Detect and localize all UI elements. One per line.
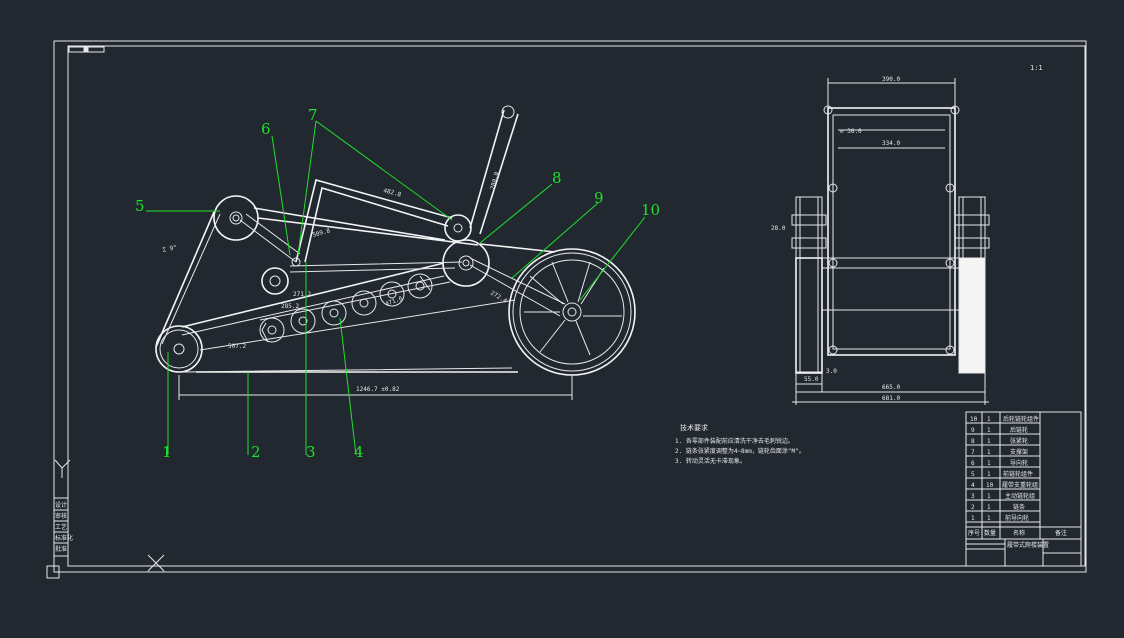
svg-text:1: 1 xyxy=(971,515,975,522)
svg-text:6: 6 xyxy=(971,460,975,467)
dim-d2: 482.8 xyxy=(382,187,402,199)
tech-req-line: 3. 转动灵活无卡滞现象。 xyxy=(675,457,746,465)
svg-text:1: 1 xyxy=(987,449,991,456)
part-leaders: 1 2 3 4 5 6 7 8 9 10 xyxy=(135,106,660,461)
svg-text:1: 1 xyxy=(987,515,991,522)
svg-text:4: 4 xyxy=(971,482,975,489)
y-mark xyxy=(54,459,71,478)
dim-chain-span: 1246.7 ±0.82 xyxy=(356,386,400,393)
part-number-10: 10 xyxy=(641,201,660,219)
dim-d1: 507.2 xyxy=(228,343,246,350)
dim-overall-width: 681.0 xyxy=(882,395,900,402)
svg-text:序号: 序号 xyxy=(968,529,980,537)
outer-border xyxy=(53,40,1087,573)
strip-label: 工艺 xyxy=(55,523,67,531)
svg-text:1: 1 xyxy=(987,471,991,478)
corner-label: 1:1 xyxy=(1030,64,1043,72)
dim-top-width: 390.0 xyxy=(882,76,900,83)
svg-text:1: 1 xyxy=(987,416,991,423)
inner-border xyxy=(67,45,1086,567)
dim-d3: 509.8 xyxy=(312,227,332,239)
svg-text:名称: 名称 xyxy=(1013,529,1025,537)
svg-text:8: 8 xyxy=(971,438,975,445)
part-number-1: 1 xyxy=(162,443,172,461)
tech-req-title: 技术要求 xyxy=(680,423,708,432)
dim-d8: 280.0 xyxy=(489,171,501,191)
strip-label: 标准化 xyxy=(55,534,73,542)
svg-text:备注: 备注 xyxy=(1055,529,1067,537)
title-block: 履带式爬楼装置 xyxy=(1007,541,1049,549)
dim-incline: Σ 9° xyxy=(162,244,178,254)
part-number-4: 4 xyxy=(354,443,364,461)
svg-text:支撑架: 支撑架 xyxy=(1010,448,1028,456)
strip-label: 批准 xyxy=(55,545,67,553)
part-number-5: 5 xyxy=(135,197,145,215)
svg-text:10: 10 xyxy=(970,416,978,423)
part-number-9: 9 xyxy=(594,189,604,207)
svg-text:2: 2 xyxy=(971,504,975,511)
tech-requirements: 技术要求 1. 各零部件装配前应清洗干净去毛刺锐边。 2. 链条张紧度调整为4~… xyxy=(675,423,805,465)
bom-table: 10 1 后轮链轮组件 9 1 后链轮 8 1 张紧轮 7 1 支撑架 6 1 … xyxy=(965,411,1082,567)
part-number-7: 7 xyxy=(308,106,318,124)
strip-label: 审核 xyxy=(55,512,67,520)
svg-text:履带支重轮组: 履带支重轮组 xyxy=(1002,481,1038,489)
corner-square xyxy=(46,565,60,579)
svg-text:张紧轮: 张紧轮 xyxy=(1010,437,1028,445)
svg-text:1: 1 xyxy=(987,504,991,511)
front-view: 390.0 ∅ 36.0 334.0 28.0 55.0 3.0 665.0 6… xyxy=(771,76,990,405)
side-view: 1246.7 ±0.82 Σ 9° 507.2 482.8 509.8 285.… xyxy=(155,105,636,400)
strip-label: 设计 xyxy=(55,501,67,509)
part-number-8: 8 xyxy=(552,169,562,187)
left-strip: 设计 审核 工艺 标准化 批准 xyxy=(53,497,73,557)
part-number-6: 6 xyxy=(261,120,271,138)
part-number-2: 2 xyxy=(251,443,261,461)
part-number-3: 3 xyxy=(306,443,316,461)
svg-text:9: 9 xyxy=(971,427,975,434)
dim-d5: 271.2 xyxy=(293,291,311,298)
svg-text:3: 3 xyxy=(971,493,975,500)
svg-text:1: 1 xyxy=(987,438,991,445)
svg-text:1: 1 xyxy=(987,427,991,434)
tech-req-line: 1. 各零部件装配前应清洗干净去毛刺锐边。 xyxy=(675,437,794,445)
dim-bore: ∅ 36.0 xyxy=(840,128,862,135)
svg-text:前链轮组件: 前链轮组件 xyxy=(1003,470,1033,478)
dim-d4: 285.2 xyxy=(281,303,299,310)
dim-left-gap: 55.0 xyxy=(804,376,819,383)
dim-inner-width: 334.0 xyxy=(882,140,900,147)
svg-text:链条: 链条 xyxy=(1013,503,1025,511)
svg-text:10: 10 xyxy=(986,482,994,489)
svg-text:主动链轮组: 主动链轮组 xyxy=(1005,492,1035,500)
svg-text:数量: 数量 xyxy=(984,529,996,537)
dim-mid-width: 665.0 xyxy=(882,384,900,391)
svg-text:1: 1 xyxy=(987,493,991,500)
svg-text:前导向轮: 前导向轮 xyxy=(1005,514,1029,522)
svg-text:1: 1 xyxy=(987,460,991,467)
svg-text:7: 7 xyxy=(971,449,975,456)
svg-text:后轮链轮组件: 后轮链轮组件 xyxy=(1003,415,1039,423)
svg-text:导向轮: 导向轮 xyxy=(1010,459,1028,467)
svg-text:后链轮: 后链轮 xyxy=(1010,426,1028,434)
dim-hub: 28.0 xyxy=(771,225,786,232)
svg-text:5: 5 xyxy=(971,471,975,478)
tech-req-line: 2. 链条张紧度调整为4~8mm，链轮齿面涂"M"。 xyxy=(675,447,805,455)
dim-small: 3.0 xyxy=(826,368,837,375)
